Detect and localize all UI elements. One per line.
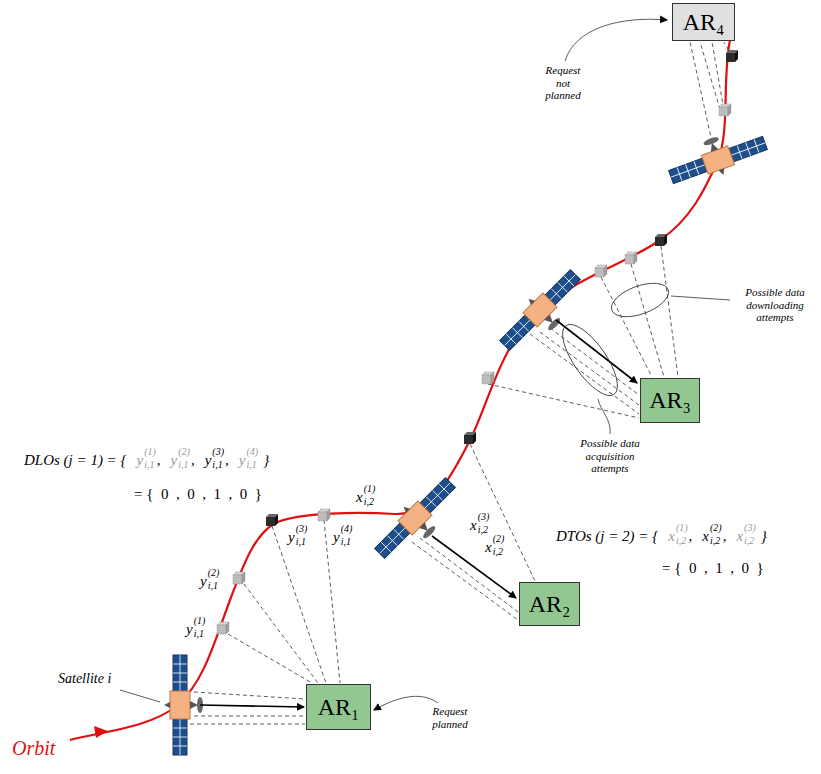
superscript: (1) — [676, 523, 688, 533]
subscript: i,2 — [710, 536, 720, 546]
superscript: (3) — [744, 523, 756, 533]
superscript: (2) — [493, 534, 505, 544]
math-symbol: , — [191, 453, 195, 468]
math-symbol: x — [470, 518, 477, 533]
callout-leaders — [120, 19, 730, 710]
subscript: i,1 — [341, 537, 351, 547]
math-symbol: = { 0 , 1 , 0 } — [662, 561, 764, 576]
math-symbol: , — [689, 529, 693, 544]
pointing-arrows — [200, 320, 637, 707]
math-symbol: = { 0 , 0 , 1 , 0 } — [134, 487, 262, 502]
subscript: i,1 — [246, 460, 256, 470]
subscript: i,1 — [144, 460, 154, 470]
subscript: i,2 — [478, 525, 488, 535]
math-symbol: , — [157, 453, 161, 468]
callout-note: Possible data downloading attempts — [733, 286, 817, 324]
orbit-line — [70, 40, 730, 740]
request-label: AR₃ — [649, 387, 691, 414]
request-label: AR₂ — [529, 591, 571, 618]
subscript: i,1 — [194, 629, 204, 639]
math-symbol: y — [186, 622, 193, 637]
superscript: (3) — [478, 512, 490, 522]
callout-note: Request planned — [425, 705, 475, 730]
math-symbol: y — [288, 530, 295, 545]
dashed-sightlines — [190, 42, 732, 724]
subscript: i,2 — [493, 547, 503, 557]
math-symbol: y — [200, 574, 207, 589]
superscript: (2) — [208, 568, 220, 578]
math-symbol: x — [668, 529, 675, 544]
math-symbol: y — [137, 453, 144, 468]
math-symbol: x — [485, 540, 492, 555]
superscript: (4) — [246, 447, 258, 457]
math-symbol: y — [239, 453, 246, 468]
superscript: (4) — [341, 524, 353, 534]
satellite-label: Satellite i — [58, 672, 111, 686]
orbit-label: Orbit — [12, 738, 55, 758]
callout-note: Possible data acquisition attempts — [567, 437, 653, 475]
math-symbol: , — [225, 453, 229, 468]
superscript: (2) — [710, 523, 722, 533]
superscript: (3) — [212, 447, 224, 457]
math-symbol: x — [702, 529, 709, 544]
subscript: i,1 — [212, 460, 222, 470]
subscript: i,1 — [208, 581, 218, 591]
superscript: (2) — [178, 447, 190, 457]
superscript: (3) — [296, 524, 308, 534]
data-cubes — [217, 50, 738, 634]
request-label: AR₁ — [318, 694, 360, 721]
math-symbol: y — [205, 453, 212, 468]
callout-note: Request not planned — [543, 64, 583, 102]
subscript: i,2 — [744, 536, 754, 546]
subscript: i,2 — [364, 497, 374, 507]
math-symbol: x — [356, 490, 363, 505]
request-box: AR₂ — [519, 582, 580, 626]
request-label: AR₄ — [683, 9, 725, 36]
math-symbol: y — [171, 453, 178, 468]
math-symbol: } — [263, 453, 269, 468]
request-box: AR₃ — [640, 378, 700, 423]
math-symbol: } — [761, 529, 767, 544]
superscript: (1) — [144, 447, 156, 457]
superscript: (1) — [364, 484, 376, 494]
request-box: AR₄ — [672, 3, 735, 41]
math-symbol: DTOs (j = 2) = { — [556, 529, 658, 544]
request-box: AR₁ — [306, 684, 371, 730]
subscript: i,1 — [178, 460, 188, 470]
math-symbol: , — [723, 529, 727, 544]
math-symbol: y — [333, 530, 340, 545]
subscript: i,2 — [676, 536, 686, 546]
math-symbol: x — [736, 529, 743, 544]
math-symbol: DLOs (j = 1) = { — [24, 453, 127, 468]
superscript: (1) — [194, 616, 206, 626]
satellites — [164, 121, 770, 755]
subscript: i,1 — [296, 537, 306, 547]
